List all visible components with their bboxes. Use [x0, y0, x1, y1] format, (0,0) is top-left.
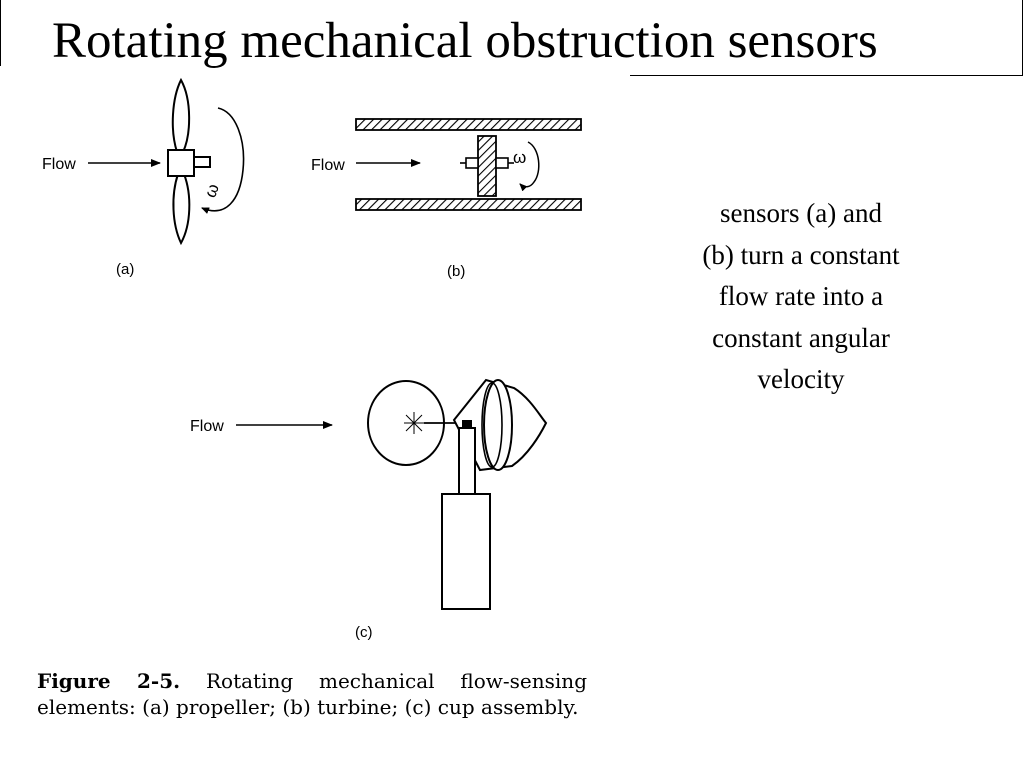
turbine-rotor — [477, 135, 497, 197]
propeller-diagram: Flow ω (a) — [42, 77, 245, 278]
propeller-hub — [167, 149, 195, 177]
propeller-shaft — [193, 156, 211, 168]
description-line-4: constant angular — [712, 322, 890, 353]
cup-assembly-base — [441, 493, 491, 610]
cup-assembly-spindle — [458, 427, 476, 495]
cup-front-center-mark — [404, 412, 424, 434]
panel-label-b: (b) — [447, 263, 465, 280]
pipe-wall-bottom — [355, 198, 582, 211]
propeller-blade-bottom — [172, 173, 191, 246]
flow-label-a: Flow — [42, 156, 76, 173]
pipe-wall-top — [355, 118, 582, 131]
turbine-shaft-right — [495, 157, 509, 169]
flow-label-c: Flow — [190, 418, 224, 435]
propeller-blade-top — [171, 77, 191, 153]
panel-label-a: (a) — [116, 261, 134, 278]
slide-border-right — [1022, 0, 1023, 76]
turbine-shaft-left — [465, 157, 479, 169]
rotation-arrow-a — [201, 107, 245, 214]
omega-symbol-b: ω — [513, 148, 526, 167]
slide-border-left — [0, 0, 1, 66]
description-line-5: velocity — [757, 364, 845, 394]
omega-symbol-a: ω — [200, 181, 222, 200]
figure-caption-text: Rotating mechanical flow-sensing element… — [37, 669, 587, 719]
figure-caption: Figure 2-5. Rotating mechanical flow-sen… — [37, 668, 587, 720]
description-line-1: sensors (a) and — [720, 198, 882, 228]
description-line-2: (b) turn a constant — [702, 239, 900, 270]
description-line-3: flow rate into a — [718, 281, 884, 311]
cup-side-rim-outer — [483, 379, 513, 471]
cup-side-rim-inner — [481, 382, 503, 468]
flow-label-b: Flow — [311, 157, 345, 174]
cup-hub — [462, 420, 472, 428]
figure-caption-number: Figure 2-5. — [37, 669, 181, 693]
slide-title: Rotating mechanical obstruction sensors — [52, 13, 878, 69]
panel-label-c: (c) — [355, 624, 373, 641]
rotation-arrow-b — [519, 141, 540, 192]
cup-assembly-diagram: Flow (c) — [190, 378, 548, 641]
description-text: sensors (a) and (b) turn a constant flow… — [660, 193, 942, 401]
slide-border-bottom — [630, 75, 1023, 76]
turbine-diagram: Flow ω (b) — [311, 118, 582, 280]
